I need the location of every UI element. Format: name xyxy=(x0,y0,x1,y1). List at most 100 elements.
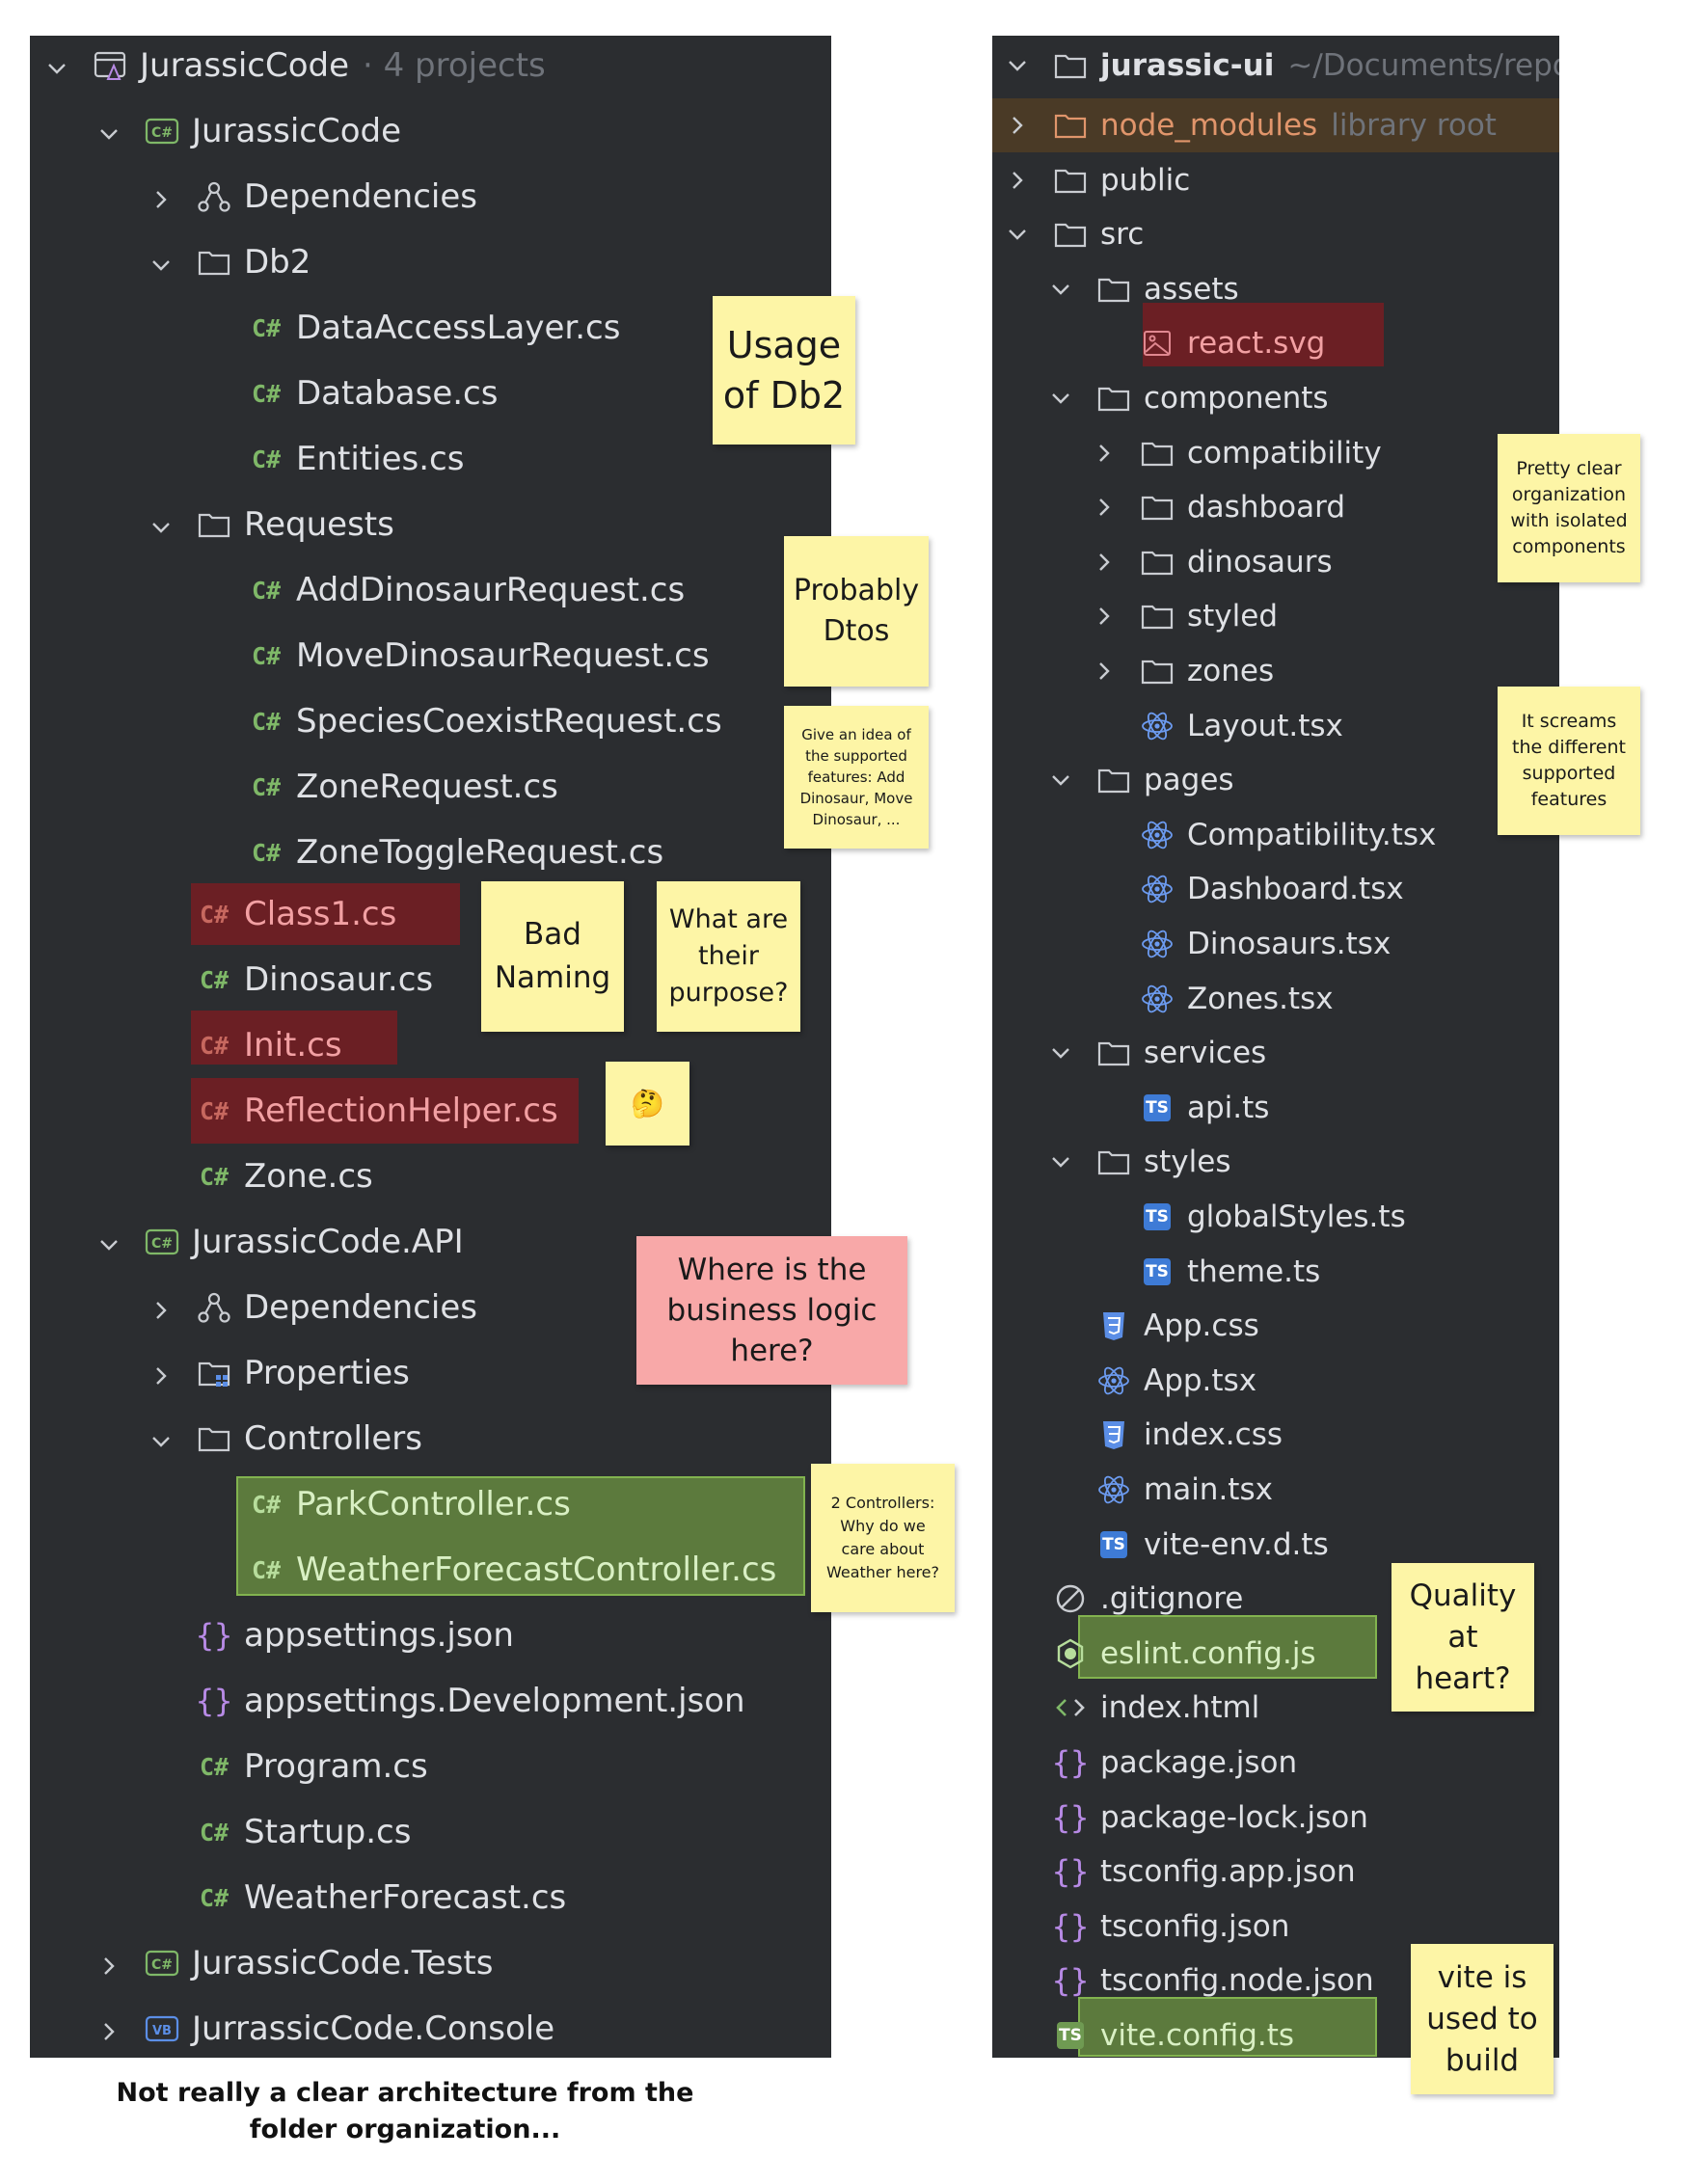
chevron-right-icon[interactable] xyxy=(1091,658,1118,685)
tree-item-file[interactable]: Dashboard.tsx xyxy=(992,862,1559,916)
tree-item-file[interactable]: Layout.tsx xyxy=(992,699,1559,753)
tree-item-file[interactable]: C# Dinosaur.cs xyxy=(30,950,831,1010)
tree-item-folder[interactable]: dinosaurs xyxy=(992,535,1559,589)
tree-item-label: App.tsx xyxy=(1144,1362,1257,1398)
tree-item-file[interactable]: {} appsettings.Development.json xyxy=(30,1671,831,1731)
tree-root[interactable]: jurassic-ui ~/Documents/repos/ju xyxy=(992,38,1559,94)
tree-item-file[interactable]: C# Entities.cs xyxy=(30,429,831,489)
chevron-right-icon[interactable] xyxy=(95,1950,122,1977)
tree-item-file[interactable]: .gitignore xyxy=(992,1572,1559,1626)
tree-item-file[interactable]: C# WeatherForecast.cs xyxy=(30,1868,831,1928)
tree-item-label: Database.cs xyxy=(296,374,499,413)
tree-item-folder[interactable]: public xyxy=(992,153,1559,207)
tree-item-file[interactable]: C# ZoneToggleRequest.cs xyxy=(30,822,831,882)
chevron-down-icon[interactable] xyxy=(1047,276,1074,303)
tree-item-file[interactable]: Dinosaurs.tsx xyxy=(992,917,1559,971)
tree-item-file[interactable]: C# DataAccessLayer.cs xyxy=(30,298,831,358)
csharp-file-icon: C# xyxy=(199,1818,230,1847)
tree-item-file[interactable]: App.tsx xyxy=(992,1354,1559,1408)
tree-item-file[interactable]: eslint.config.js xyxy=(992,1627,1559,1681)
tree-item-file[interactable]: {}tsconfig.json xyxy=(992,1900,1559,1954)
chevron-right-icon[interactable] xyxy=(148,1294,175,1321)
tree-item-file[interactable]: {}tsconfig.node.json xyxy=(992,1954,1559,2008)
chevron-down-icon[interactable] xyxy=(1004,221,1031,248)
chevron-down-icon[interactable] xyxy=(95,1228,122,1255)
tree-item-file[interactable]: main.tsx xyxy=(992,1463,1559,1517)
chevron-right-icon[interactable] xyxy=(1004,167,1031,194)
chevron-down-icon[interactable] xyxy=(148,1425,175,1452)
tree-item-folder[interactable]: styles xyxy=(992,1135,1559,1189)
chevron-down-icon[interactable] xyxy=(1047,767,1074,794)
tree-item-folder-controllers[interactable]: Controllers xyxy=(30,1409,831,1469)
tree-item-folder[interactable]: services xyxy=(992,1026,1559,1080)
tree-item-file[interactable]: {} appsettings.json xyxy=(30,1605,831,1665)
tree-item-project[interactable]: C# JurassicCode.API xyxy=(30,1212,831,1272)
chevron-down-icon[interactable] xyxy=(1047,385,1074,412)
tree-item-folder[interactable]: src xyxy=(992,207,1559,261)
tree-item-folder[interactable]: assets xyxy=(992,262,1559,316)
tree-item-folder[interactable]: compatibility xyxy=(992,426,1559,480)
chevron-down-icon[interactable] xyxy=(1004,52,1031,79)
tree-item-file[interactable]: C# SpeciesCoexistRequest.cs xyxy=(30,691,831,751)
chevron-right-icon[interactable] xyxy=(1004,112,1031,139)
chevron-right-icon[interactable] xyxy=(95,2015,122,2042)
tree-item-dependencies[interactable]: Dependencies xyxy=(30,167,831,227)
tree-item-file-init[interactable]: C# Init.cs xyxy=(30,1015,831,1075)
tree-item-file[interactable]: index.css xyxy=(992,1408,1559,1462)
tree-item-file[interactable]: C# Zone.cs xyxy=(30,1146,831,1206)
chevron-down-icon[interactable] xyxy=(95,118,122,145)
tree-item-file[interactable]: C# AddDinosaurRequest.cs xyxy=(30,560,831,620)
tree-item-file[interactable]: C# Startup.cs xyxy=(30,1802,831,1862)
chevron-down-icon[interactable] xyxy=(1047,1148,1074,1175)
tree-item-file[interactable]: Zones.tsx xyxy=(992,972,1559,1026)
tree-item-folder-properties[interactable]: Properties xyxy=(30,1343,831,1403)
chevron-right-icon[interactable] xyxy=(1091,440,1118,467)
tree-item-dependencies[interactable]: Dependencies xyxy=(30,1278,831,1337)
chevron-right-icon[interactable] xyxy=(1091,494,1118,521)
tree-item-file[interactable]: react.svg xyxy=(992,316,1559,370)
tree-item-file[interactable]: {}package.json xyxy=(992,1736,1559,1790)
chevron-down-icon[interactable] xyxy=(148,249,175,276)
chevron-down-icon[interactable] xyxy=(43,52,70,79)
chevron-right-icon[interactable] xyxy=(1091,549,1118,576)
tree-item-file[interactable]: {}tsconfig.app.json xyxy=(992,1845,1559,1899)
tree-item-project[interactable]: C# JurassicCode.Tests xyxy=(30,1933,831,1993)
tree-item-file[interactable]: App.css xyxy=(992,1299,1559,1353)
tree-item-file[interactable]: {}package-lock.json xyxy=(992,1791,1559,1845)
tree-item-file[interactable]: C# ZoneRequest.cs xyxy=(30,757,831,817)
chevron-right-icon[interactable] xyxy=(148,183,175,210)
tree-item-file-parkcontroller[interactable]: C# ParkController.cs xyxy=(30,1474,831,1534)
tree-item-file-reflectionhelper[interactable]: C# ReflectionHelper.cs xyxy=(30,1081,831,1141)
tree-item-folder-requests[interactable]: Requests xyxy=(30,495,831,554)
tree-item-folder[interactable]: styled xyxy=(992,589,1559,643)
tree-item-file[interactable]: C# MoveDinosaurRequest.cs xyxy=(30,626,831,686)
tree-item-file[interactable]: C# Database.cs xyxy=(30,364,831,423)
tree-item-folder[interactable]: pages xyxy=(992,753,1559,807)
tree-item-file-class1[interactable]: C# Class1.cs xyxy=(30,884,831,944)
chevron-down-icon[interactable] xyxy=(1047,1039,1074,1066)
tree-item-file[interactable]: index.html xyxy=(992,1681,1559,1735)
tree-item-project[interactable]: VB JurrassicCode.Console xyxy=(30,1999,831,2058)
tree-item-file-weatherforecastcontroller[interactable]: C# WeatherForecastController.cs xyxy=(30,1540,831,1600)
chevron-right-icon[interactable] xyxy=(1091,603,1118,630)
tree-item-folder[interactable]: components xyxy=(992,371,1559,425)
solution-icon xyxy=(92,47,128,84)
chevron-right-icon[interactable] xyxy=(148,1360,175,1387)
tree-root[interactable]: JurassicCode · 4 projects xyxy=(30,36,831,95)
tree-item-project[interactable]: C# JurassicCode xyxy=(30,101,831,161)
tree-item-file[interactable]: C# Program.cs xyxy=(30,1737,831,1796)
tree-item-file[interactable]: Compatibility.tsx xyxy=(992,808,1559,862)
chevron-down-icon[interactable] xyxy=(148,511,175,538)
tree-item-label: Controllers xyxy=(244,1419,422,1458)
folder-icon xyxy=(1095,380,1132,417)
solution-name: JurassicCode xyxy=(140,46,349,85)
tree-item-folder[interactable]: zones xyxy=(992,644,1559,698)
tree-item-folder-db2[interactable]: Db2 xyxy=(30,232,831,292)
tree-item-folder[interactable]: dashboard xyxy=(992,480,1559,534)
